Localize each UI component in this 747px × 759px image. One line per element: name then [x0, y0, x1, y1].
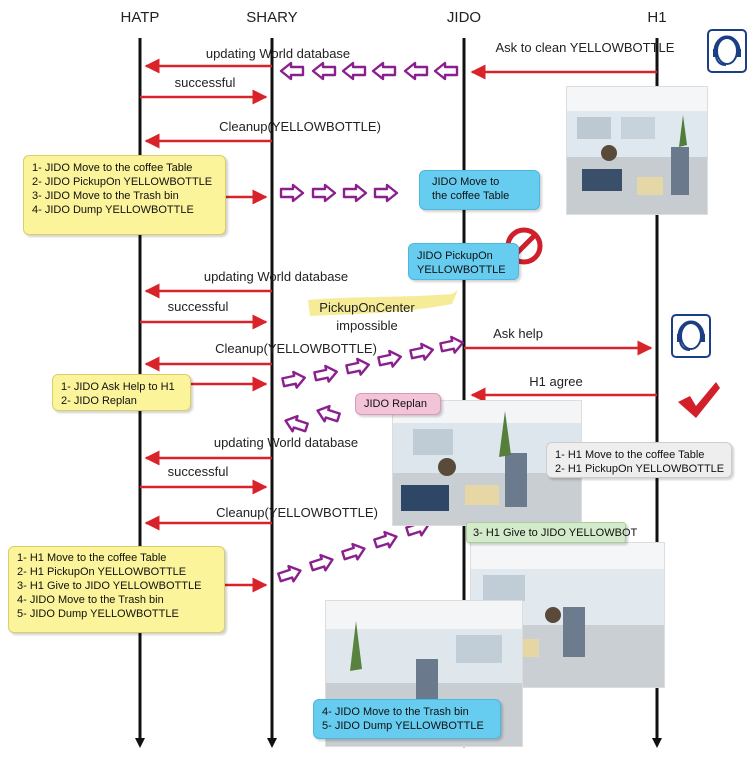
lane-header-jido: JIDO [447, 9, 481, 26]
jido-pickup-line-2: YELLOWBOTTLE [417, 264, 506, 276]
purple-arrow-right-row3-1 [313, 364, 338, 383]
msg-cleanup-1: Cleanup(YELLOWBOTTLE) [219, 119, 381, 134]
headset-operator-icon-2 [670, 314, 712, 358]
plan3-line-2: 2- H1 PickupOn YELLOWBOTTLE [17, 566, 187, 578]
msg-successful-2: successful [168, 299, 229, 314]
purple-arrow-right-row2-0 [279, 183, 305, 203]
msg-cleanup-3: Cleanup(YELLOWBOTTLE) [216, 505, 378, 520]
purple-arrow-left-row1-3 [371, 61, 397, 81]
plan2-line-2: 2- JIDO Replan [61, 395, 137, 407]
purple-arrow-left-row1-0 [279, 61, 305, 81]
plan-box-2: 1- JIDO Ask Help to H1 2- JIDO Replan [52, 374, 191, 411]
jido-move-line-1: JIDO Move to [432, 176, 500, 188]
msg-successful-1: successful [175, 75, 236, 90]
headset-operator-icon [707, 29, 747, 73]
purple-arrow-left-row4-1 [316, 404, 341, 423]
lane-header-hatp: HATP [121, 9, 160, 26]
purple-arrow-left-row1-1 [311, 61, 337, 81]
plan1-line-3: 3- JIDO Move to the Trash bin [32, 190, 179, 202]
failure-banner [308, 290, 458, 316]
lifeline-end-h1 [652, 738, 662, 748]
plan3-line-3: 3- H1 Give to JIDO YELLOWBOTTLE [17, 580, 202, 592]
purple-arrow-left-row1-2 [341, 61, 367, 81]
msg-ask-clean: Ask to clean YELLOWBOTTLE [496, 40, 675, 55]
note-impossible: impossible [336, 318, 397, 333]
msg-updating-2: updating World database [204, 269, 348, 284]
jido-pickup-box: JIDO PickupOn YELLOWBOTTLE [408, 243, 519, 280]
plan2-line-1: 1- JIDO Ask Help to H1 [61, 381, 175, 393]
plan1-line-2: 2- JIDO PickupOn YELLOWBOTTLE [32, 176, 213, 188]
plan3-line-4: 4- JIDO Move to the Trash bin [17, 594, 164, 606]
jido-move-box: JIDO Move to the coffee Table [419, 170, 540, 210]
jido-pickup-line-1: JIDO PickupOn [417, 250, 493, 262]
msg-updating-3: updating World database [214, 435, 358, 450]
lane-header-shary: SHARY [246, 9, 297, 26]
jido-move-line-2: the coffee Table [432, 190, 510, 202]
purple-arrow-right-row3-5 [439, 335, 464, 354]
h1-give-box: 3- H1 Give to JIDO YELLOWBOT [466, 522, 638, 543]
purple-arrow-right-row5-2 [341, 542, 366, 561]
purple-arrow-right-row3-4 [409, 342, 434, 361]
purple-arrow-right-row2-3 [373, 183, 399, 203]
purple-arrow-right-row5-0 [277, 564, 302, 583]
plan3-line-5: 5- JIDO Dump YELLOWBOTTLE [17, 608, 179, 620]
msg-cleanup-2: Cleanup(YELLOWBOTTLE) [215, 341, 377, 356]
purple-arrow-right-row5-3 [373, 530, 398, 549]
purple-arrow-left-row4-0 [284, 414, 309, 433]
msg-updating-1: updating World database [206, 46, 350, 61]
h1-actions-line-2: 2- H1 PickupOn YELLOWBOTTLE [555, 463, 725, 475]
plan-box-1: 1- JIDO Move to the coffee Table 2- JIDO… [23, 155, 226, 235]
purple-arrow-right-row2-1 [311, 183, 337, 203]
lifeline-end-shary [267, 738, 277, 748]
purple-arrow-right-row3-3 [377, 349, 402, 368]
plan1-line-4: 4- JIDO Dump YELLOWBOTTLE [32, 204, 194, 216]
lane-header-h1: H1 [647, 9, 666, 26]
jido-final-box: 4- JIDO Move to the Trash bin 5- JIDO Du… [313, 699, 501, 739]
replan-box: JIDO Replan [355, 393, 441, 415]
note-pickup-center: PickupOnCenter [319, 300, 415, 315]
msg-ask-help: Ask help [493, 326, 543, 341]
h1-actions-line-1: 1- H1 Move to the coffee Table [555, 449, 705, 461]
msg-h1-agree: H1 agree [529, 374, 582, 389]
purple-arrow-right-row3-0 [281, 370, 306, 389]
replan-line: JIDO Replan [364, 398, 427, 410]
purple-arrow-right-row5-1 [309, 553, 334, 572]
photo-scene-1 [566, 86, 708, 215]
h1-give-line: 3- H1 Give to JIDO YELLOWBOT [473, 527, 638, 539]
purple-arrow-right-row2-2 [342, 183, 368, 203]
checkmark-icon [676, 380, 722, 420]
purple-arrow-left-row1-5 [433, 61, 459, 81]
msg-successful-3: successful [168, 464, 229, 479]
h1-actions-box: 1- H1 Move to the coffee Table 2- H1 Pic… [546, 442, 732, 478]
plan3-line-1: 1- H1 Move to the coffee Table [17, 552, 167, 564]
plan1-line-1: 1- JIDO Move to the coffee Table [32, 162, 193, 174]
jido-final-line-2: 5- JIDO Dump YELLOWBOTTLE [322, 720, 484, 732]
plan-box-3: 1- H1 Move to the coffee Table 2- H1 Pic… [8, 546, 225, 633]
lifeline-end-hatp [135, 738, 145, 748]
purple-arrow-left-row1-4 [403, 61, 429, 81]
jido-final-line-1: 4- JIDO Move to the Trash bin [322, 706, 469, 718]
purple-arrow-right-row3-2 [345, 357, 370, 376]
